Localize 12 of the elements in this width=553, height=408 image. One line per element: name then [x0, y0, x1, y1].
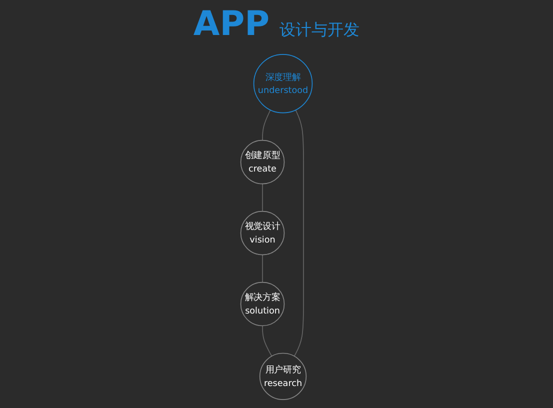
node-circle: 视觉设计 vision	[240, 210, 285, 256]
node-circle: 解决方案 solution	[240, 282, 285, 326]
node-circle: 用户研究 research	[259, 352, 307, 400]
connector	[262, 254, 263, 283]
connector	[262, 325, 272, 357]
center-subheading: 设计与开发	[280, 20, 360, 41]
node-circle: 创建原型 create	[240, 140, 285, 184]
node-circle: 深度理解 understood	[253, 54, 313, 114]
connector	[262, 183, 263, 212]
center-heading: APP	[193, 4, 270, 44]
connector	[294, 110, 304, 357]
connector	[262, 110, 271, 141]
